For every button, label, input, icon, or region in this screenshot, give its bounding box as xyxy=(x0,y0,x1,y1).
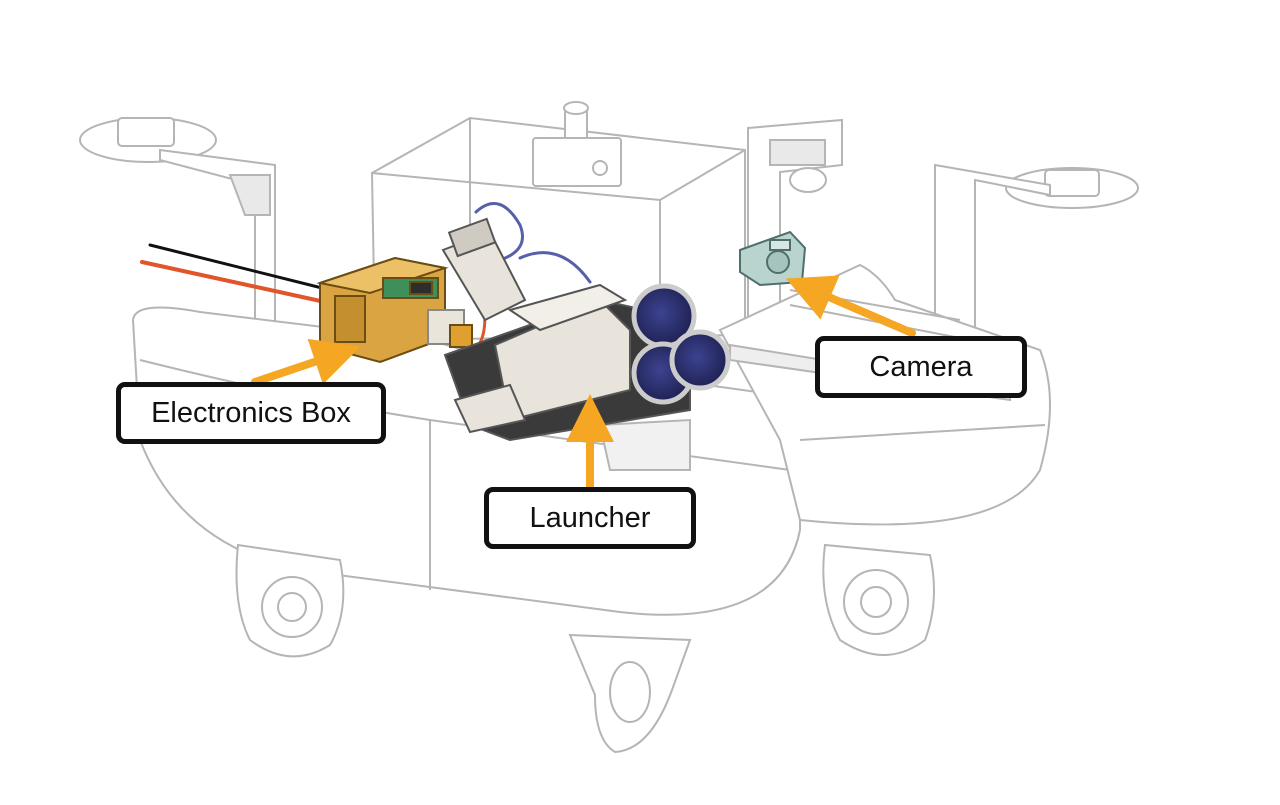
launcher-label: Launcher xyxy=(484,487,696,549)
camera-dome xyxy=(789,167,827,193)
pointer-arrows xyxy=(251,275,916,491)
electronics-box-part xyxy=(316,256,473,364)
camera-arrow xyxy=(785,275,916,337)
estop-box xyxy=(532,137,622,187)
camera-label: Camera xyxy=(815,336,1027,398)
cables xyxy=(140,202,592,357)
left-motor xyxy=(117,117,175,147)
launcher-part xyxy=(441,217,731,442)
launcher-tube-right xyxy=(669,329,731,391)
electronics-box-label: Electronics Box xyxy=(116,382,386,444)
right-arm xyxy=(934,163,1051,341)
electronics-arrow xyxy=(251,338,361,386)
right-motor xyxy=(1044,169,1100,197)
